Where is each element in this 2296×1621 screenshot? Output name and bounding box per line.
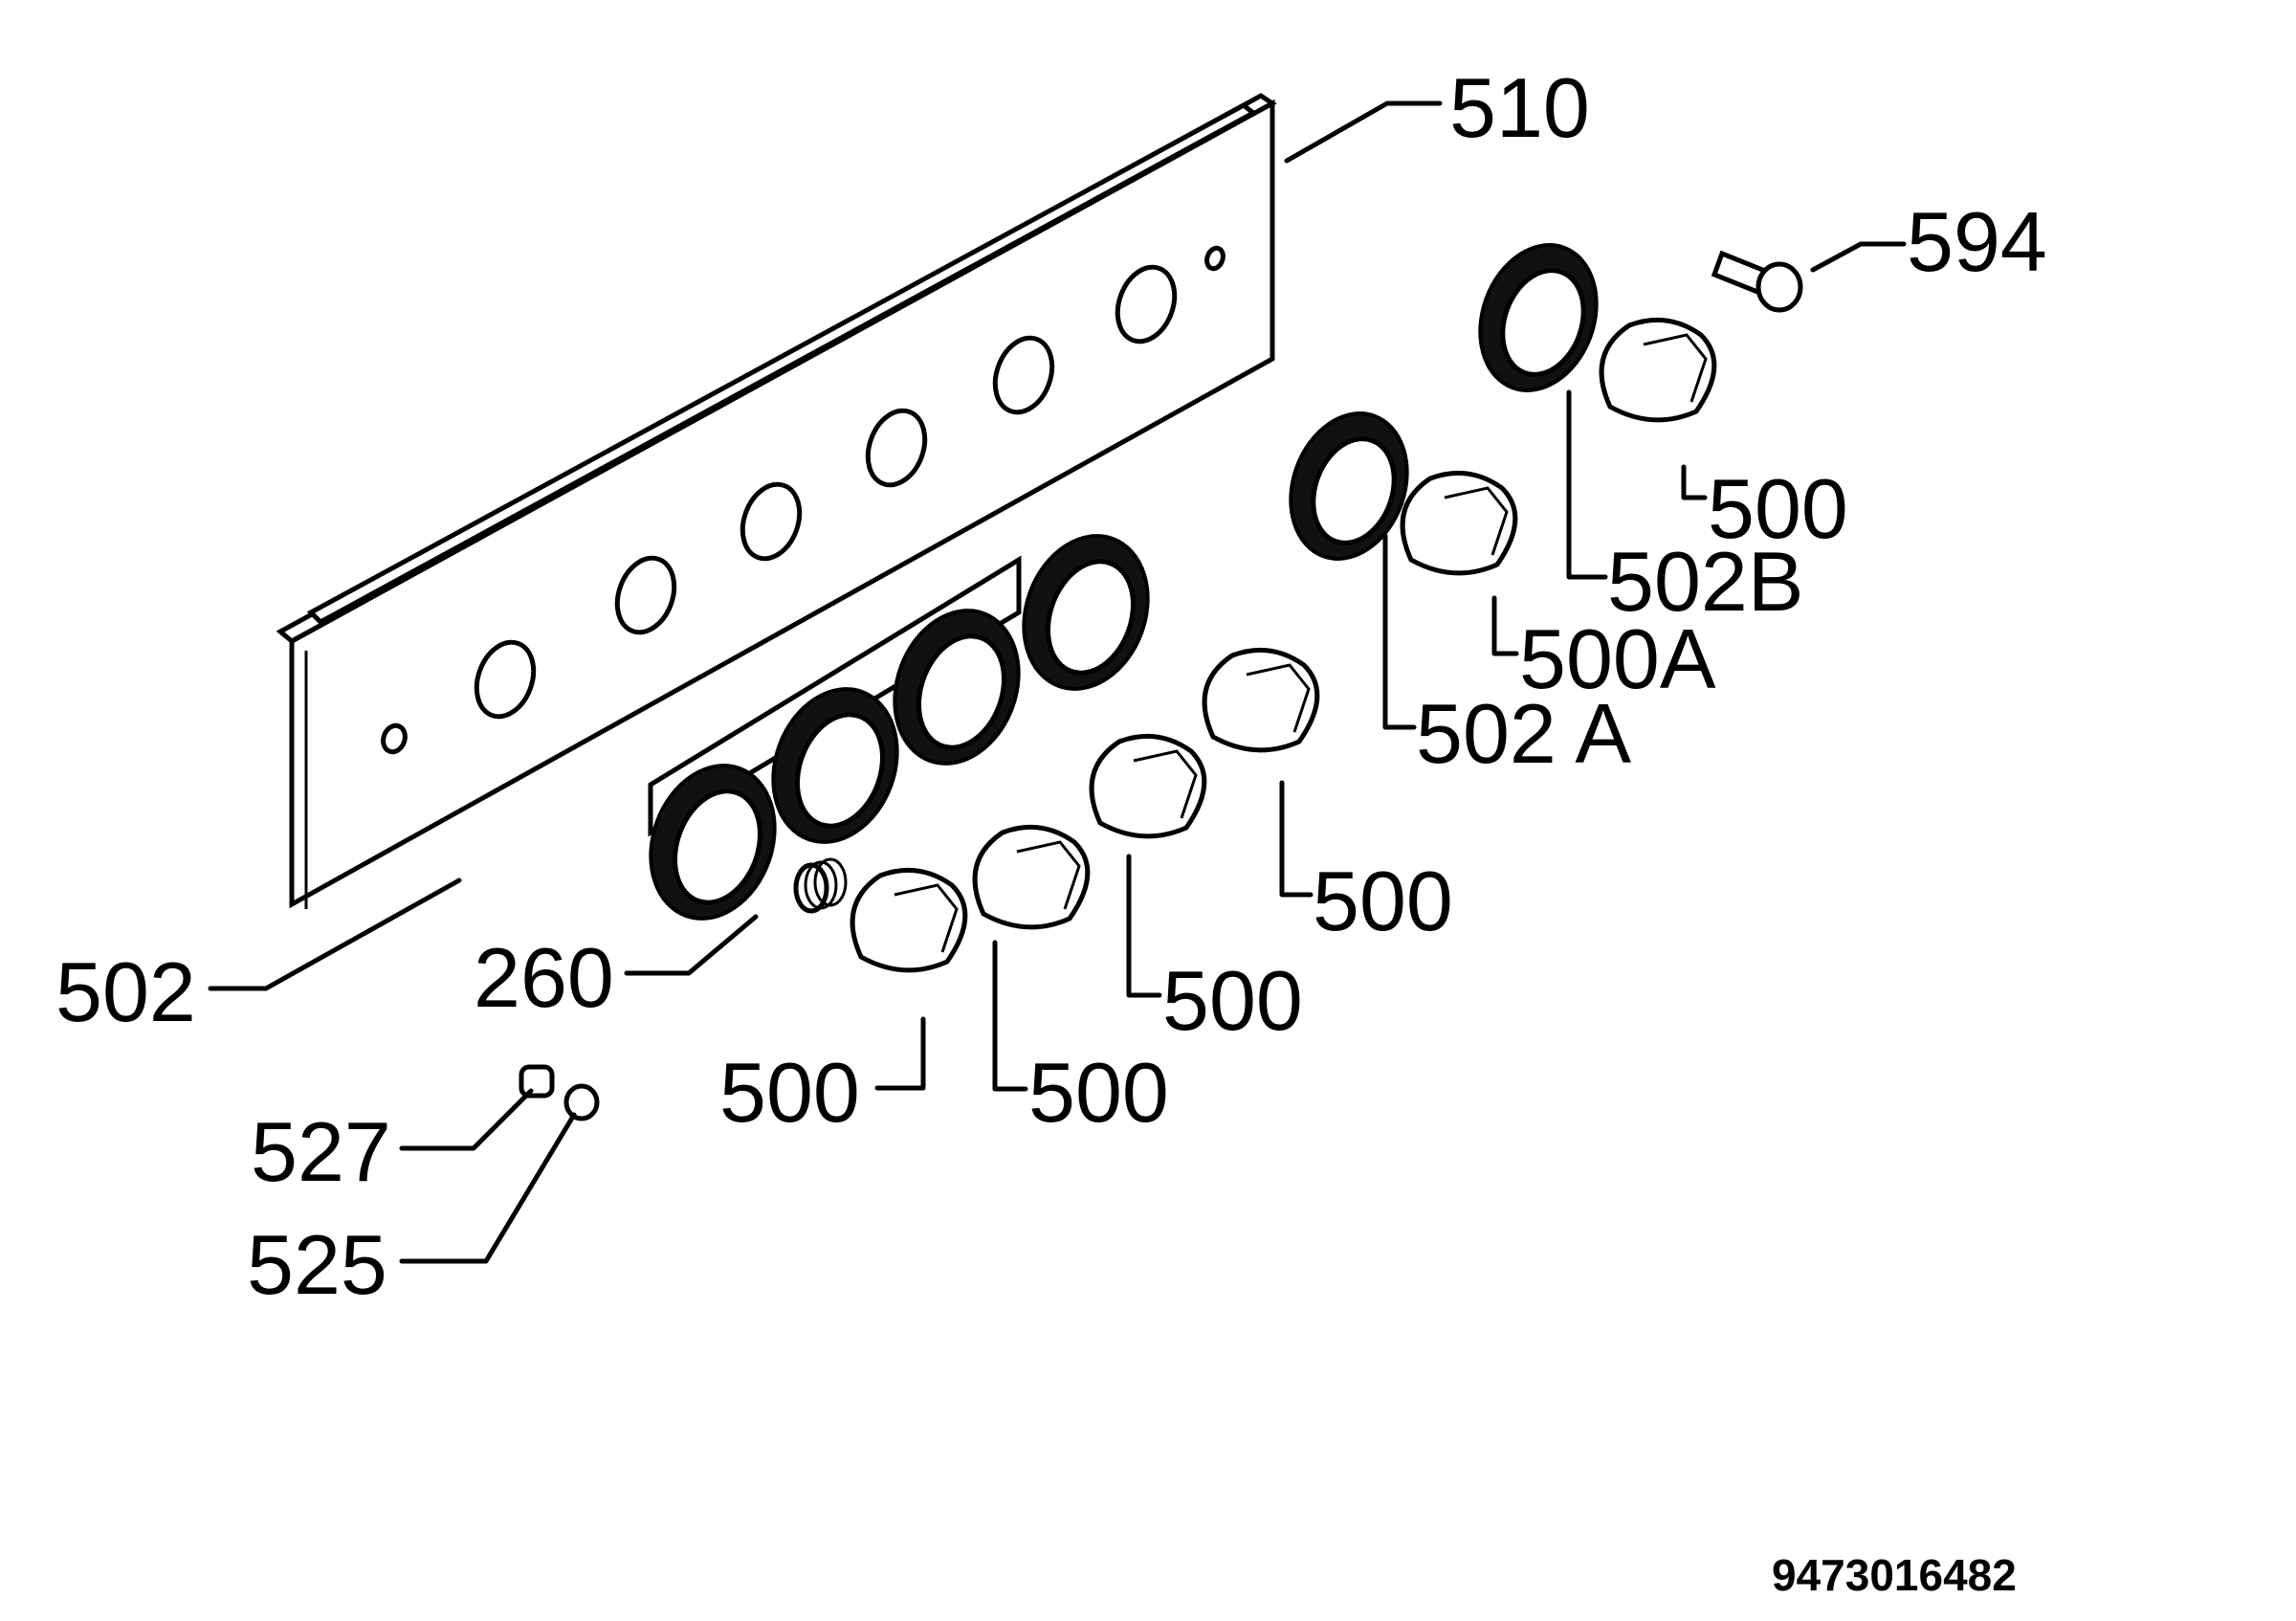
callout-labels: 510 594 500 502B 500A 502 A 500 500 500 … xyxy=(55,60,2047,1600)
knob xyxy=(972,824,1091,930)
bezel-rings-502 xyxy=(648,534,1150,921)
callout-594: 594 xyxy=(1907,194,2047,289)
callout-500: 500 xyxy=(1708,461,1848,556)
callout-525: 525 xyxy=(247,1217,387,1312)
callout-500a: 500A xyxy=(1519,611,1716,706)
callout-500: 500 xyxy=(1028,1045,1169,1140)
control-knobs-500 xyxy=(850,317,1717,973)
callout-260: 260 xyxy=(474,930,614,1025)
bezel-ring xyxy=(649,764,777,921)
knob xyxy=(1599,317,1717,423)
leader-lines xyxy=(208,100,1907,1264)
callout-510: 510 xyxy=(1449,60,1590,155)
knob-500a xyxy=(1400,470,1518,576)
callout-500: 500 xyxy=(719,1045,860,1140)
bezel-ring xyxy=(893,609,1021,766)
knob xyxy=(1089,733,1207,839)
spring-260 xyxy=(793,857,848,914)
knob xyxy=(1202,647,1320,753)
callout-502: 502 xyxy=(55,944,196,1039)
callout-502a: 502 A xyxy=(1416,686,1631,781)
callout-500: 500 xyxy=(1313,854,1453,948)
part-527 xyxy=(519,1064,555,1099)
bezel-ring xyxy=(1022,534,1150,691)
callout-502b: 502B xyxy=(1607,534,1804,629)
knob xyxy=(850,867,968,973)
bezel-ring xyxy=(771,687,899,844)
callout-500: 500 xyxy=(1162,953,1303,1048)
part-525 xyxy=(563,1083,600,1121)
document-number: 9473016482 xyxy=(1772,1550,2017,1600)
callout-527: 527 xyxy=(251,1104,391,1199)
bezel-ring-502a xyxy=(1289,411,1409,561)
bezel-ring-502b xyxy=(1478,243,1599,392)
control-panel-510 xyxy=(276,93,1277,909)
bulb-594 xyxy=(1711,250,1803,313)
